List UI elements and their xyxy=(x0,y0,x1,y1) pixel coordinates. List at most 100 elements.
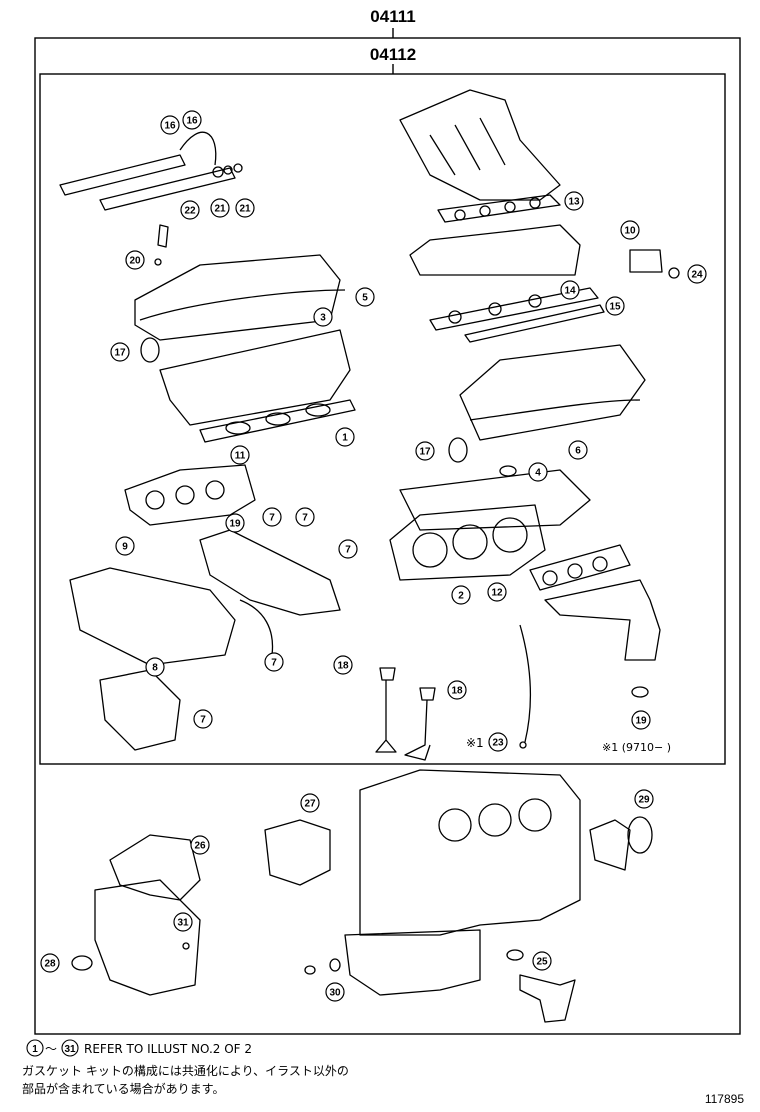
callout-number: 12 xyxy=(491,588,503,599)
callout-number: 31 xyxy=(177,918,189,929)
callout-number: 11 xyxy=(235,451,246,462)
footer-range-end: 31 xyxy=(64,1044,76,1055)
callout-number: 7 xyxy=(302,513,308,524)
callout-circle xyxy=(190,835,210,855)
callout-number: 18 xyxy=(451,686,463,697)
intake-manifold-drawing xyxy=(399,89,680,343)
callout-number: 5 xyxy=(362,293,368,304)
callout-circle xyxy=(210,198,230,218)
callout-number: 24 xyxy=(691,270,703,281)
callout-circle xyxy=(180,200,200,220)
outer-kit-frame xyxy=(34,37,741,1035)
callout-circle xyxy=(335,427,355,447)
footer-jp-line2: 部品が含まれている場合があります。 xyxy=(22,1082,225,1096)
callout-number: 8 xyxy=(152,663,158,674)
callout-circle xyxy=(193,709,213,729)
callout-number: 15 xyxy=(609,302,621,313)
callout-circle xyxy=(182,110,202,130)
engine-block-drawing xyxy=(71,769,653,1023)
callout-number: 3 xyxy=(320,313,326,324)
callout-number: 2 xyxy=(458,591,464,602)
exhaust-manifold-left-drawing xyxy=(124,464,256,526)
callout-number: 19 xyxy=(229,519,241,530)
callout-circle xyxy=(415,441,435,461)
callout-number: 7 xyxy=(271,658,277,669)
callout-number: 19 xyxy=(635,716,647,727)
callout-circle xyxy=(235,198,255,218)
callout-number: 30 xyxy=(329,988,341,999)
callout-circle xyxy=(620,220,640,240)
callout-number: 27 xyxy=(304,799,316,810)
callout-number: 22 xyxy=(184,206,196,217)
callout-number: 17 xyxy=(419,447,431,458)
callout-number: 7 xyxy=(269,513,275,524)
callout-circle xyxy=(560,280,580,300)
callout-number: 17 xyxy=(114,348,126,359)
fuel-rail-drawing xyxy=(59,131,243,266)
callout-circle xyxy=(110,342,130,362)
callout-circle xyxy=(173,912,193,932)
valve-cover-left-drawing xyxy=(134,254,356,443)
note-marker: ※1 xyxy=(466,736,484,750)
callout-circle xyxy=(488,732,508,752)
callout-number: 16 xyxy=(186,116,198,127)
callout-circle xyxy=(160,115,180,135)
callout-circle xyxy=(295,507,315,527)
outer-kit-code: 04111 xyxy=(370,7,415,26)
footer-range-start: 1 xyxy=(32,1044,38,1055)
footer-range-dash: 〜 xyxy=(45,1042,57,1056)
callout-number: 10 xyxy=(624,226,636,237)
callout-number: 7 xyxy=(200,715,206,726)
callout-circle xyxy=(687,264,707,284)
kit-frames xyxy=(34,28,741,1035)
callout-circle xyxy=(451,585,471,605)
callout-circle xyxy=(631,710,651,730)
callout-circle xyxy=(528,462,548,482)
callout-circle xyxy=(532,951,552,971)
callout-circle xyxy=(634,789,654,809)
figure-number: 117895 xyxy=(704,1092,744,1106)
callout-circle xyxy=(605,296,625,316)
valve-cover-right-drawing xyxy=(399,344,646,531)
callout-number: 21 xyxy=(214,204,226,215)
callout-circle xyxy=(115,536,135,556)
callout-circle xyxy=(313,307,333,327)
callout-number: 7 xyxy=(345,545,351,556)
callout-circle xyxy=(355,287,375,307)
exhaust-manifold-right-drawing xyxy=(529,544,661,661)
callout-circle xyxy=(325,982,345,1002)
callout-circle xyxy=(338,539,358,559)
callout-circle xyxy=(447,680,467,700)
parts-illustration xyxy=(59,89,680,1023)
note-range: ※1 (9710− ) xyxy=(602,741,671,754)
callout-circle xyxy=(40,953,60,973)
callout-number: 26 xyxy=(194,841,206,852)
callout-circle xyxy=(262,507,282,527)
callout-number: 25 xyxy=(536,957,548,968)
callout-number: 13 xyxy=(568,197,580,208)
callout-number: 16 xyxy=(164,121,176,132)
callout-number: 20 xyxy=(129,256,141,267)
valve-drawing xyxy=(375,624,649,761)
callout-number: 4 xyxy=(535,468,541,479)
callout-circle xyxy=(487,582,507,602)
footer-refer-text: REFER TO ILLUST NO.2 OF 2 xyxy=(84,1042,252,1056)
callout-number: 6 xyxy=(575,446,581,457)
callout-number: 21 xyxy=(239,204,251,215)
inner-kit-code: 04112 xyxy=(370,45,416,64)
footer-jp-line1: ガスケット キットの構成には共通化により、イラスト以外の xyxy=(22,1064,349,1078)
inner-kit-frame xyxy=(39,73,726,765)
callout-circle xyxy=(264,652,284,672)
callout-circle xyxy=(333,655,353,675)
callout-circle xyxy=(568,440,588,460)
callout-number: 14 xyxy=(564,286,576,297)
callout-number: 23 xyxy=(492,738,504,749)
callout-number: 29 xyxy=(638,795,650,806)
callout-number: 18 xyxy=(337,661,349,672)
callout-number: 9 xyxy=(122,542,128,553)
callout-circle xyxy=(225,513,245,533)
callout-circle xyxy=(300,793,320,813)
callout-circle xyxy=(564,191,584,211)
